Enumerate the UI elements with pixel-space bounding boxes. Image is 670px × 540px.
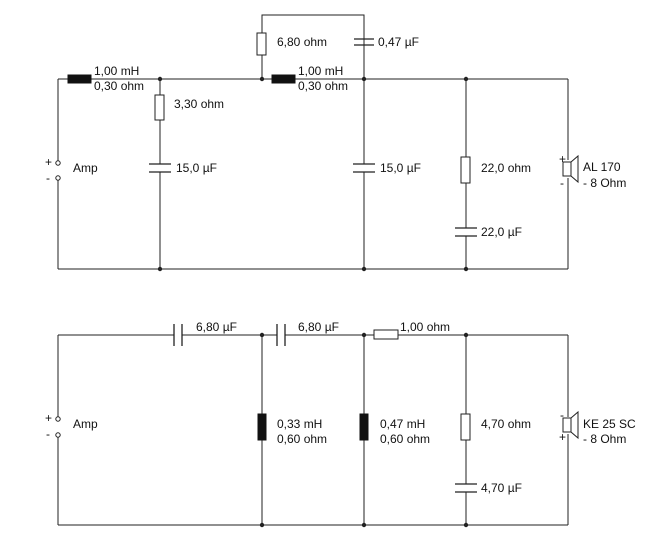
resistor-symbol bbox=[460, 413, 471, 441]
inductor-symbol bbox=[67, 74, 92, 84]
capacitor-value: 22,0 µF bbox=[481, 225, 522, 239]
inductor-dcr: 0,30 ohm bbox=[298, 79, 348, 93]
speaker-impedance: - 8 Ohm bbox=[583, 432, 626, 446]
inductor-value: 1,00 mH bbox=[94, 64, 139, 78]
speaker-plus-sign: + bbox=[559, 430, 566, 444]
junction-dot bbox=[463, 76, 469, 82]
woofer-circuit: + - Amp 1,00 mH 0,30 ohm 3,30 ohm 15,0 µ… bbox=[45, 14, 626, 272]
resistor-symbol bbox=[460, 156, 471, 184]
tweeter-circuit: + - Amp 6,80 µF 6,80 µF 1,00 ohm 0,33 mH… bbox=[45, 320, 636, 528]
junction-dot bbox=[463, 266, 469, 272]
woofer-inductor-l2: 1,00 mH 0,30 ohm bbox=[271, 64, 348, 93]
resistor-value: 1,00 ohm bbox=[400, 320, 450, 334]
woofer-inductor-l1: 1,00 mH 0,30 ohm bbox=[67, 64, 144, 93]
junction-dot bbox=[463, 522, 469, 528]
tweeter-inductor-l1: 0,33 mH 0,60 ohm bbox=[257, 413, 327, 446]
woofer-speaker: + - AL 170 - 8 Ohm bbox=[559, 152, 626, 190]
woofer-capacitor-c2: 0,47 µF bbox=[354, 35, 419, 49]
woofer-resistor-r2: 6,80 ohm bbox=[256, 32, 327, 56]
capacitor-value: 0,47 µF bbox=[378, 35, 419, 49]
tweeter-inductor-l2: 0,47 mH 0,60 ohm bbox=[359, 413, 430, 446]
amp-label: Amp bbox=[73, 417, 98, 431]
junction-dot bbox=[361, 332, 367, 338]
junction-dot bbox=[259, 332, 265, 338]
woofer-capacitor-c4: 22,0 µF bbox=[455, 225, 522, 239]
resistor-value: 22,0 ohm bbox=[481, 161, 531, 175]
speaker-plus-sign: + bbox=[559, 152, 566, 166]
amp-terminal-positive bbox=[55, 160, 61, 166]
junction-dot bbox=[361, 76, 367, 82]
speaker-model: KE 25 SC bbox=[583, 417, 636, 431]
woofer-resistor-r1: 3,30 ohm bbox=[154, 94, 224, 121]
junction-dot bbox=[157, 76, 163, 82]
speaker-icon bbox=[562, 410, 579, 440]
inductor-dcr: 0,60 ohm bbox=[380, 432, 430, 446]
tweeter-capacitor-c3: 4,70 µF bbox=[455, 481, 522, 495]
resistor-value: 3,30 ohm bbox=[174, 97, 224, 111]
woofer-resistor-r3: 22,0 ohm bbox=[460, 156, 531, 184]
resistor-value: 6,80 ohm bbox=[277, 35, 327, 49]
capacitor-value: 15,0 µF bbox=[176, 161, 217, 175]
woofer-capacitor-c1: 15,0 µF bbox=[149, 161, 217, 175]
speaker-model: AL 170 bbox=[583, 160, 621, 174]
inductor-value: 0,47 mH bbox=[380, 417, 425, 431]
inductor-value: 0,33 mH bbox=[277, 417, 322, 431]
tweeter-capacitor-c1: 6,80 µF bbox=[173, 320, 237, 346]
capacitor-value: 4,70 µF bbox=[481, 481, 522, 495]
inductor-symbol bbox=[271, 74, 296, 84]
junction-dot bbox=[361, 266, 367, 272]
inductor-dcr: 0,30 ohm bbox=[94, 79, 144, 93]
inductor-symbol bbox=[359, 413, 369, 441]
inductor-symbol bbox=[257, 413, 267, 441]
speaker-icon bbox=[562, 154, 579, 184]
woofer-wiring bbox=[57, 14, 569, 272]
amp-terminal-negative bbox=[55, 175, 61, 181]
tweeter-resistor-r1: 1,00 ohm bbox=[373, 320, 450, 340]
tweeter-amp-input: + - Amp bbox=[45, 411, 98, 441]
inductor-dcr: 0,60 ohm bbox=[277, 432, 327, 446]
tweeter-wiring bbox=[57, 332, 569, 528]
inductor-value: 1,00 mH bbox=[298, 64, 343, 78]
amp-minus-sign: - bbox=[46, 427, 50, 441]
amp-terminal-negative bbox=[55, 432, 61, 438]
tweeter-resistor-r2: 4,70 ohm bbox=[460, 413, 531, 441]
capacitor-value: 6,80 µF bbox=[298, 320, 339, 334]
amp-terminal-positive bbox=[55, 416, 61, 422]
amp-plus-sign: + bbox=[45, 411, 52, 425]
tweeter-capacitor-c2: 6,80 µF bbox=[276, 320, 339, 346]
resistor-symbol bbox=[373, 329, 399, 340]
junction-dot bbox=[157, 266, 163, 272]
woofer-amp-input: + - Amp bbox=[45, 155, 98, 185]
resistor-symbol bbox=[154, 94, 165, 121]
amp-label: Amp bbox=[73, 161, 98, 175]
junction-dot bbox=[463, 332, 469, 338]
amp-plus-sign: + bbox=[45, 155, 52, 169]
resistor-value: 4,70 ohm bbox=[481, 417, 531, 431]
capacitor-value: 15,0 µF bbox=[380, 161, 421, 175]
junction-dot bbox=[259, 76, 265, 82]
woofer-capacitor-c3: 15,0 µF bbox=[353, 161, 421, 175]
resistor-symbol bbox=[256, 32, 267, 56]
junction-dot bbox=[259, 522, 265, 528]
speaker-minus-sign: - bbox=[560, 176, 564, 190]
speaker-impedance: - 8 Ohm bbox=[583, 176, 626, 190]
capacitor-value: 6,80 µF bbox=[196, 320, 237, 334]
speaker-minus-sign: - bbox=[560, 408, 564, 422]
junction-dot bbox=[361, 522, 367, 528]
amp-minus-sign: - bbox=[46, 171, 50, 185]
tweeter-speaker: - + KE 25 SC - 8 Ohm bbox=[559, 408, 636, 446]
